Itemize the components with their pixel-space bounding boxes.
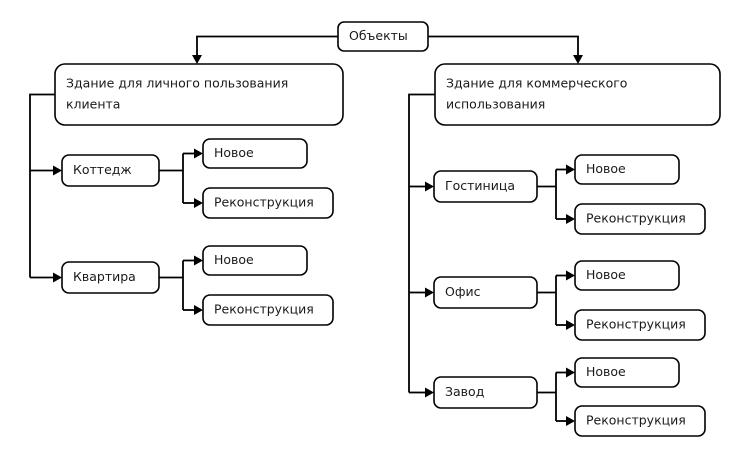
node-root-label: Объекты <box>349 28 408 43</box>
node-cottage[interactable]: Коттедж <box>61 154 160 187</box>
hotel-fork-connector <box>537 169 557 219</box>
node-factory-recon-label: Реконструкция <box>586 413 686 428</box>
node-office-new-box[interactable] <box>574 260 680 291</box>
node-office-recon-label: Реконструкция <box>586 317 686 332</box>
office-fork-connector <box>537 275 557 325</box>
node-cottage-box[interactable] <box>61 154 160 187</box>
node-personal-label: Здание для личного пользования <box>66 76 288 91</box>
cottage-fork-connector <box>159 153 184 203</box>
node-apartment-new[interactable]: Новое <box>202 245 308 276</box>
node-office-new-label: Новое <box>586 267 626 282</box>
node-factory-new-label: Новое <box>586 364 626 379</box>
node-factory-label: Завод <box>445 384 484 399</box>
node-personal[interactable]: Здание для личного пользования клиента <box>54 63 344 126</box>
node-factory-new-box[interactable] <box>574 357 680 388</box>
node-hotel-recon-box[interactable] <box>574 203 706 235</box>
node-apartment-box[interactable] <box>61 261 160 294</box>
node-commercial[interactable]: Здание для коммерческого использования <box>434 63 721 126</box>
node-factory-box[interactable] <box>433 376 538 409</box>
arrow-right-apartment <box>53 272 62 283</box>
node-office-recon-box[interactable] <box>574 309 706 341</box>
node-apartment-new-box[interactable] <box>202 245 308 276</box>
arrow-right-factory-recon <box>566 416 575 426</box>
arrow-down-commercial <box>573 55 583 64</box>
connector-layer <box>29 35 583 426</box>
node-personal-box[interactable] <box>54 63 344 126</box>
node-apartment-new-label: Новое <box>214 252 254 267</box>
node-commercial-label: Здание для коммерческого <box>446 76 627 91</box>
node-cottage-label: Коттедж <box>73 162 132 177</box>
node-office-recon[interactable]: Реконструкция <box>574 309 706 341</box>
arrow-right-cottage-recon <box>194 198 203 208</box>
node-office-box[interactable] <box>433 276 538 309</box>
node-hotel-new[interactable]: Новое <box>574 154 680 185</box>
root-to-personal-connector <box>196 35 338 55</box>
node-office-new[interactable]: Новое <box>574 260 680 291</box>
arrow-down-personal <box>192 55 202 64</box>
node-office[interactable]: Офис <box>433 276 538 309</box>
node-cottage-recon-label: Реконструкция <box>214 195 314 210</box>
node-hotel-box[interactable] <box>433 170 538 203</box>
node-cottage-new-label: Новое <box>214 145 254 160</box>
node-personal-label: клиента <box>66 97 120 112</box>
arrow-right-apartment-recon <box>194 305 203 315</box>
node-cottage-new[interactable]: Новое <box>202 138 308 169</box>
node-apartment-recon[interactable]: Реконструкция <box>202 294 334 326</box>
node-factory-recon[interactable]: Реконструкция <box>574 405 706 437</box>
arrow-right-cottage <box>53 165 62 176</box>
arrow-right-cottage-new <box>194 148 203 159</box>
apartment-fork-connector <box>159 260 184 310</box>
node-root-box[interactable] <box>337 21 429 52</box>
node-hotel-label: Гостиница <box>445 178 515 193</box>
arrow-right-hotel <box>425 181 434 192</box>
node-hotel-new-box[interactable] <box>574 154 680 185</box>
node-hotel-new-label: Новое <box>586 161 626 176</box>
node-factory[interactable]: Завод <box>433 376 538 409</box>
root-to-commercial-connector <box>428 35 579 55</box>
node-root[interactable]: Объекты <box>337 21 429 52</box>
node-hotel[interactable]: Гостиница <box>433 170 538 203</box>
arrow-right-apartment-new <box>194 255 203 266</box>
arrow-right-office-new <box>566 270 575 281</box>
node-office-label: Офис <box>445 284 481 299</box>
node-commercial-label: использования <box>446 97 545 112</box>
arrow-right-office-recon <box>566 320 575 330</box>
arrow-right-factory-new <box>566 367 575 378</box>
arrow-right-factory <box>425 387 434 398</box>
node-apartment-recon-box[interactable] <box>202 294 334 326</box>
node-factory-new[interactable]: Новое <box>574 357 680 388</box>
factory-fork-connector <box>537 372 557 421</box>
commercial-trunk-connector <box>408 93 435 393</box>
node-apartment[interactable]: Квартира <box>61 261 160 294</box>
node-cottage-recon[interactable]: Реконструкция <box>202 187 334 219</box>
node-commercial-box[interactable] <box>434 63 721 126</box>
node-apartment-recon-label: Реконструкция <box>214 302 314 317</box>
node-cottage-new-box[interactable] <box>202 138 308 169</box>
arrow-right-office <box>425 287 434 298</box>
arrow-right-hotel-recon <box>566 214 575 224</box>
node-hotel-recon[interactable]: Реконструкция <box>574 203 706 235</box>
node-hotel-recon-label: Реконструкция <box>586 211 686 226</box>
node-factory-recon-box[interactable] <box>574 405 706 437</box>
node-apartment-label: Квартира <box>73 269 136 284</box>
personal-trunk-connector <box>29 93 55 278</box>
node-cottage-recon-box[interactable] <box>202 187 334 219</box>
arrow-right-hotel-new <box>566 164 575 175</box>
